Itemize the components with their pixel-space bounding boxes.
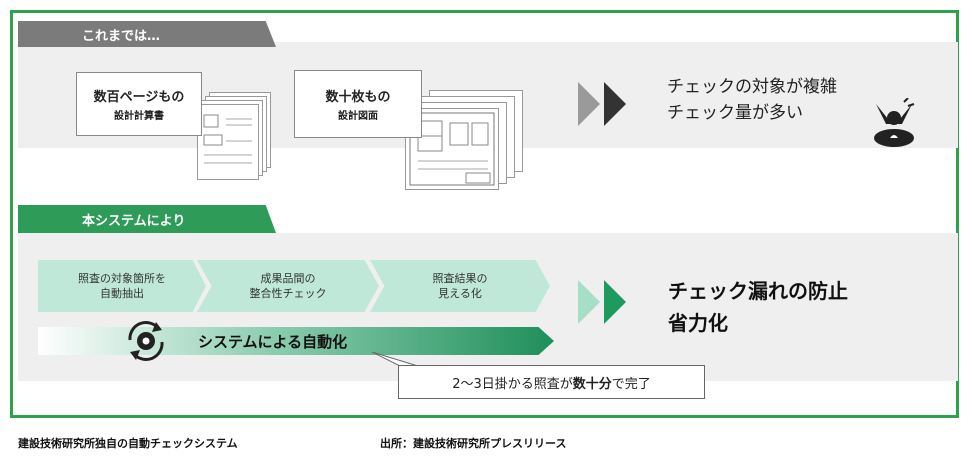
flow-step-2-line1: 成果品間の: [260, 272, 316, 285]
after-tab-label: 本システムにより: [82, 213, 186, 229]
stressed-person-icon: [874, 98, 915, 147]
after-tab: 本システムにより: [18, 205, 276, 233]
flow-step-consistency: 成果品間の 整合性チェック: [197, 260, 379, 312]
after-result-line1: チェック漏れの防止: [668, 279, 848, 303]
before-tab: これまでは…: [18, 21, 276, 47]
drawings-docs-line1: 数十枚もの: [325, 90, 391, 105]
flow-step-3-line2: 見える化: [438, 287, 482, 300]
callout-box: 2～3日掛かる照査が数十分で完了: [398, 365, 705, 399]
flow-step-1-line2: 自動抽出: [100, 287, 144, 300]
flow-step-2-line2: 整合性チェック: [249, 287, 327, 300]
after-result-line2: 省力化: [668, 311, 728, 335]
automation-label: システムによる自動化: [198, 333, 348, 351]
flow-step-visualize: 照査結果の 見える化: [370, 260, 550, 312]
calc-docs-line2: 設計計算書: [114, 111, 164, 122]
before-result-line1: チェックの対象が複雑: [667, 77, 837, 97]
calc-docs-line1: 数百ページもの: [93, 90, 185, 105]
gear-cycle-icon: [128, 321, 164, 361]
drawing-sheet-drawing: [409, 112, 495, 186]
flow-step-3-line1: 照査結果の: [432, 272, 488, 285]
after-result: チェック漏れの防止 省力化: [668, 275, 848, 339]
before-result-line2: チェック量が多い: [667, 103, 803, 123]
callout-post: で完了: [611, 376, 651, 392]
callout-bold: 数十分: [572, 376, 612, 392]
calc-docs-label: 数百ページもの 設計計算書: [76, 72, 202, 136]
automation-bar: [38, 327, 554, 355]
drawings-docs-label: 数十枚もの 設計図面: [294, 70, 422, 138]
after-arrows: [578, 280, 626, 324]
callout-pre: 2～3日掛かる照査が: [452, 376, 573, 392]
before-result: チェックの対象が複雑 チェック量が多い: [667, 74, 837, 126]
calc-sheet-drawing: [203, 114, 252, 164]
drawings-docs-line2: 設計図面: [338, 111, 378, 122]
flow-step-extract: 照査の対象箇所を 自動抽出: [38, 260, 206, 312]
flow-step-1-line1: 照査の対象箇所を: [78, 272, 166, 285]
before-arrows: [578, 82, 626, 126]
caption-source: 出所：建設技術研究所プレスリリース: [380, 437, 567, 450]
caption-title: 建設技術研究所独自の自動チェックシステム: [18, 437, 238, 450]
before-tab-label: これまでは…: [82, 28, 161, 44]
